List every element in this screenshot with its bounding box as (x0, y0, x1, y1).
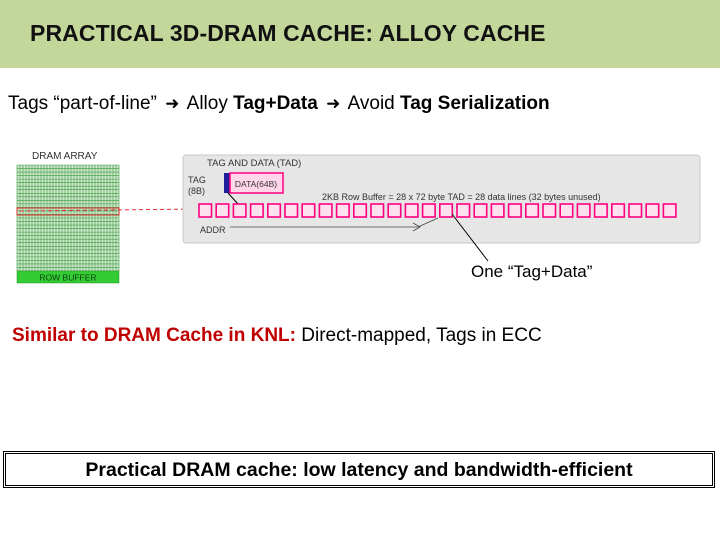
tad-slot (559, 203, 574, 218)
tad-slot (215, 203, 230, 218)
conclusion-text: Practical DRAM cache: low latency and ba… (85, 459, 633, 481)
projection-line (19, 208, 201, 212)
tad-slot (284, 203, 299, 218)
conclusion-box: Practical DRAM cache: low latency and ba… (3, 451, 715, 488)
selected-row (16, 207, 120, 216)
tad-slot (352, 203, 368, 218)
tad-slot (335, 203, 350, 218)
tag-label: TAG (188, 175, 206, 185)
row-buffer-panel (182, 154, 701, 244)
tad-slot (456, 203, 471, 218)
knl-line: Similar to DRAM Cache in KNL: Direct-map… (12, 325, 542, 347)
row-buffer-slots (198, 203, 677, 218)
tad-slot (628, 203, 643, 218)
tad-slot (576, 203, 591, 218)
right-arrow-icon: ➜ (165, 94, 180, 113)
tad-slot (318, 203, 333, 218)
row-buffer-label: ROW BUFFER (39, 273, 96, 283)
row-buffer-desc: 2KB Row Buffer = 28 x 72 byte TAD = 28 d… (322, 192, 601, 202)
dram-array-grid (16, 164, 120, 272)
tad-slot (266, 203, 282, 218)
addr-arrowhead (412, 222, 421, 232)
tad-slot (198, 203, 213, 218)
tad-slot (249, 203, 264, 218)
title-bar: PRACTICAL 3D-DRAM CACHE: ALLOY CACHE (0, 0, 720, 68)
tag-block (224, 173, 230, 193)
tad-slot (404, 203, 419, 218)
knl-emphasis: Similar to DRAM Cache in KNL: (12, 325, 296, 346)
row-buffer (16, 270, 120, 284)
data-block (229, 172, 284, 194)
tad-label: TAG AND DATA (TAD) (207, 158, 301, 169)
headline-part2b: Tag+Data (233, 93, 318, 114)
callout-line (451, 213, 489, 262)
tad-pointer (227, 192, 239, 205)
tad-slot (662, 203, 677, 218)
tad-slot (507, 203, 522, 218)
alloy-cache-diagram: DRAM ARRAY ROW BUFFER TAG AND DATA (TAD)… (16, 151, 701, 284)
data-label: DATA(64B) (235, 179, 277, 189)
tad-slot (232, 203, 247, 218)
slide-title: PRACTICAL 3D-DRAM CACHE: ALLOY CACHE (30, 20, 546, 46)
addr-line-tail (417, 217, 439, 228)
headline: Tags “part-of-line” ➜ Alloy Tag+Data ➜ A… (8, 93, 550, 115)
tad-slot (524, 203, 540, 218)
tad-slot (610, 203, 626, 218)
tad-slot (387, 203, 402, 218)
callout-label: One “Tag+Data” (471, 262, 593, 281)
tad-slot (438, 203, 454, 218)
tad-slot (542, 203, 557, 218)
headline-part1: Tags “part-of-line” (8, 93, 157, 114)
addr-label: ADDR (200, 225, 226, 235)
tad-slot (421, 203, 436, 218)
tad-slot (301, 203, 316, 218)
tad-slot (490, 203, 505, 218)
right-arrow-icon: ➜ (326, 94, 341, 113)
tad-slot (370, 203, 385, 218)
headline-part3b: Tag Serialization (400, 93, 550, 114)
tad-slot (593, 203, 608, 218)
headline-part2a: Alloy (186, 93, 234, 114)
tad-slot (473, 203, 488, 218)
tag-size: (8B) (188, 186, 205, 196)
dram-array-label: DRAM ARRAY (32, 151, 98, 162)
tad-slot (645, 203, 660, 218)
knl-rest: Direct-mapped, Tags in ECC (295, 325, 542, 346)
headline-part3a: Avoid (347, 93, 401, 114)
